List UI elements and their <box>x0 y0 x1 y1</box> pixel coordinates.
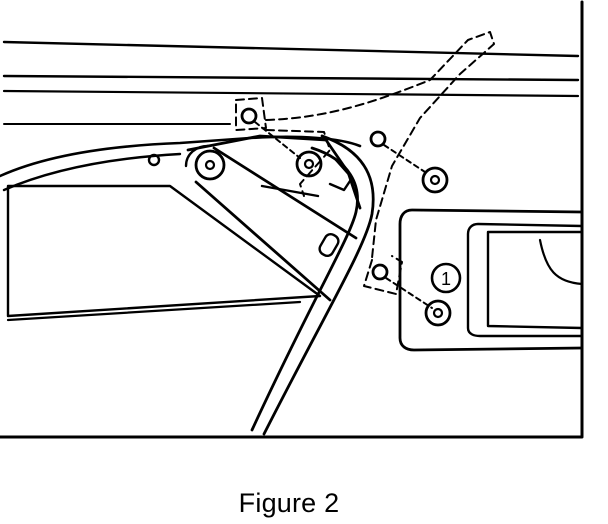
panel-hole <box>147 153 161 167</box>
body-panel-lines <box>2 40 580 125</box>
callout-circle: 1 <box>430 262 462 294</box>
screw-1 <box>254 121 323 178</box>
screw-2 <box>383 144 449 194</box>
figure-caption: Figure 2 <box>238 488 340 518</box>
pivot-bolt <box>194 149 226 181</box>
screw-3 <box>385 277 452 327</box>
illustration-frame <box>0 0 584 439</box>
bolt-lower <box>371 263 389 281</box>
bolt-upper-mid <box>369 130 387 148</box>
bolt-upper-left <box>240 107 258 125</box>
door-handle-escutcheon <box>398 208 584 352</box>
callout-number: 1 <box>441 269 451 289</box>
dashed-bracket-outline <box>235 31 495 295</box>
